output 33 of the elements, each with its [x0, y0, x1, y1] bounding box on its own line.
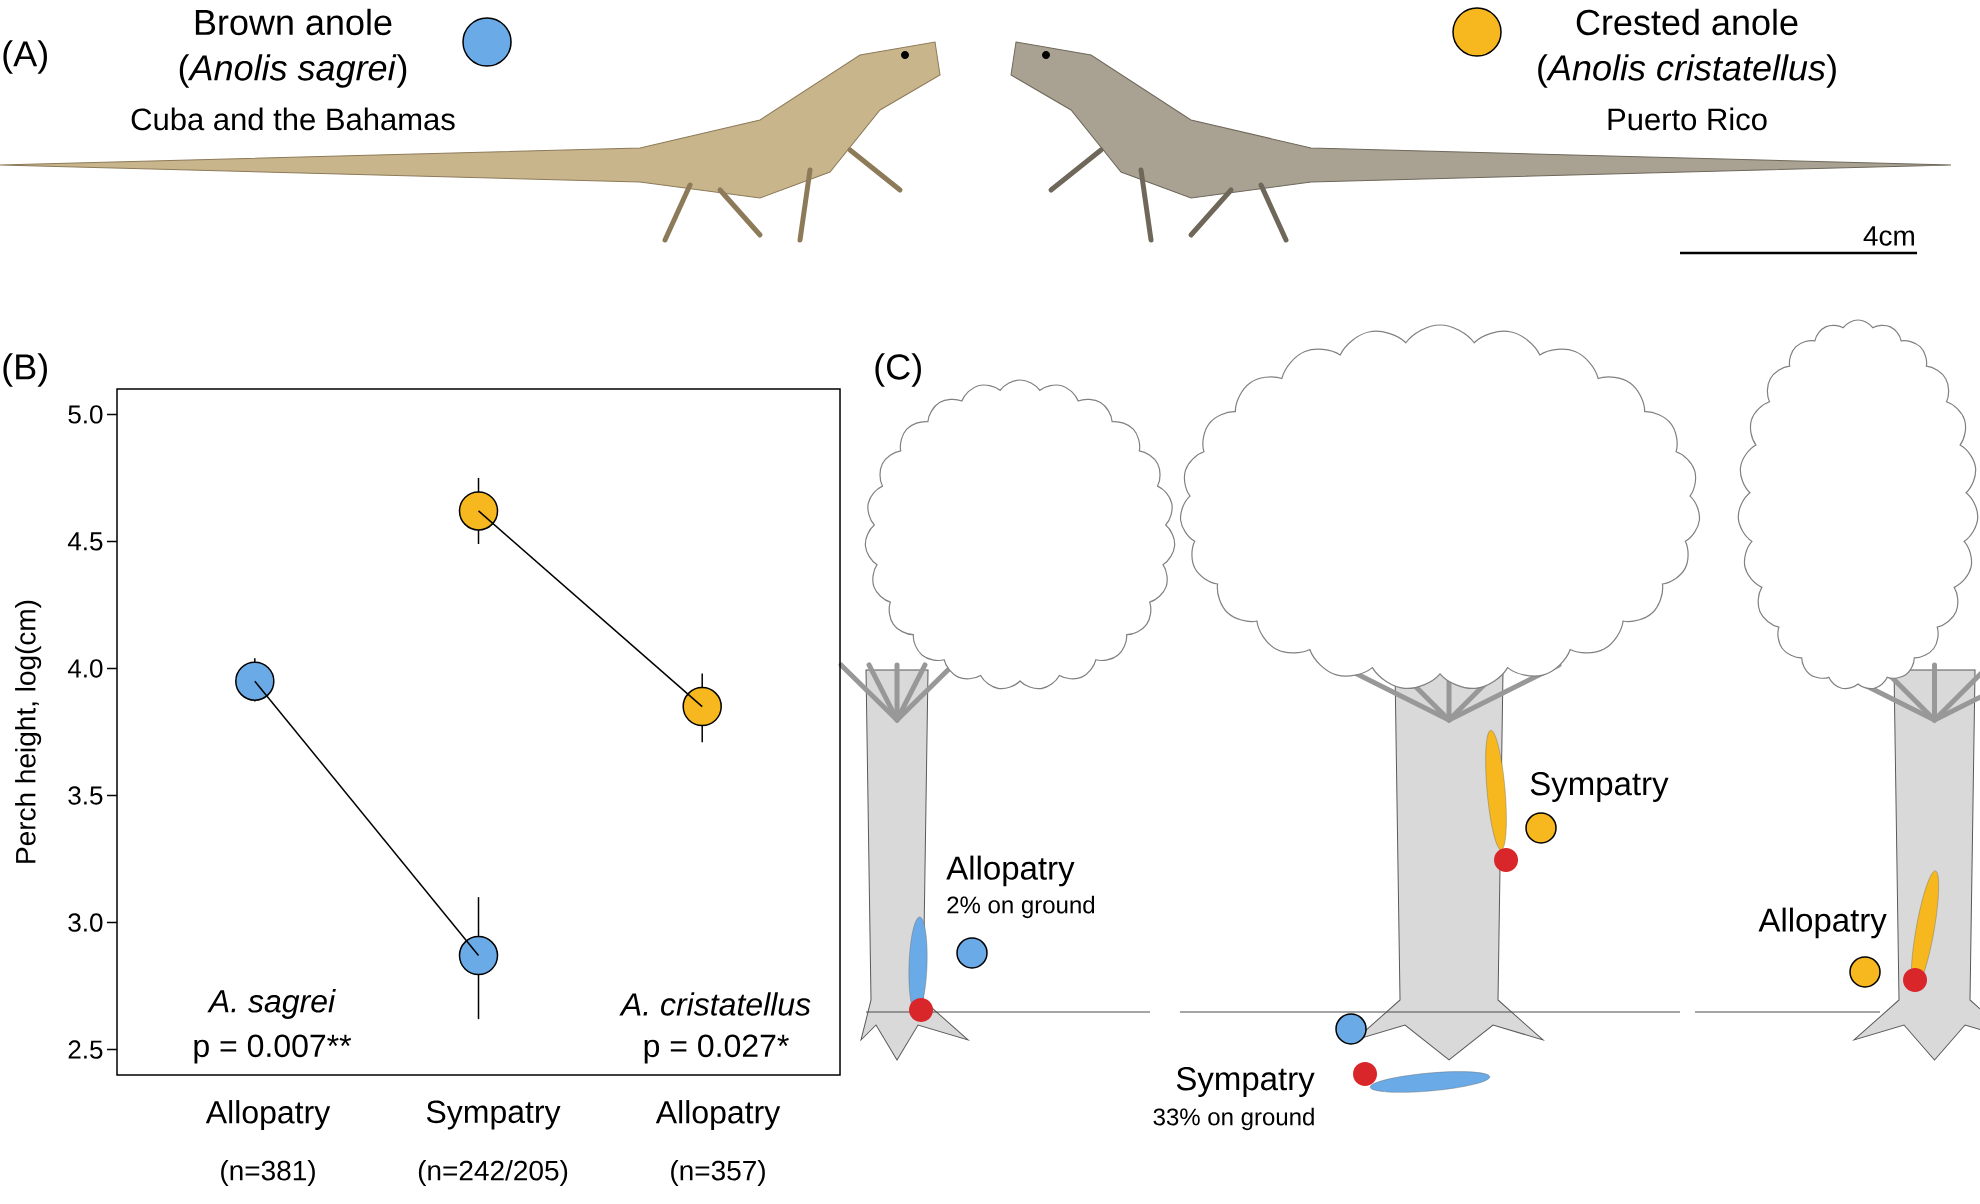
sample-size: (n=381)	[221, 1159, 315, 1187]
species-annotation: A. cristatellus	[619, 992, 811, 1016]
habitat-label: Allopatry	[1758, 907, 1887, 939]
species-annotation: A. sagrei	[207, 989, 336, 1019]
region-name: Cuba and the Bahamas	[131, 107, 455, 131]
ground-percentage: 33% on ground	[1153, 1107, 1314, 1131]
y-tick-label: 5.0	[68, 405, 103, 424]
habitat-label: Sympatry	[1530, 772, 1669, 802]
p-value: p = 0.027*	[644, 1034, 789, 1064]
y-tick-label: 3.0	[68, 913, 103, 932]
sample-size: (n=242/205)	[418, 1159, 568, 1187]
panel-label: (C)	[872, 352, 925, 388]
category-label: Sympatry	[426, 1100, 561, 1130]
y-tick-label: 4.0	[67, 659, 103, 678]
panel-label: (A)	[3, 40, 47, 74]
p-value: p = 0.007**	[194, 1034, 352, 1064]
species-name: Crested anole	[1576, 8, 1798, 36]
habitat-label: Allopatry	[946, 855, 1075, 887]
y-tick-label: 3.5	[68, 786, 103, 805]
y-axis-title: Perch height, log(cm)	[15, 600, 42, 863]
panel-label: (B)	[3, 353, 47, 387]
species-name: Brown anole	[195, 8, 392, 36]
category-label: Allopatry	[655, 1100, 781, 1130]
y-tick-label: 2.5	[68, 1040, 103, 1059]
scale-label: 4cm	[1863, 226, 1914, 246]
category-label: Allopatry	[205, 1100, 331, 1130]
scientific-name: (Anolis cristatellus)	[1538, 54, 1836, 88]
y-tick-label: 4.5	[67, 532, 103, 551]
ground-percentage: 2% on ground	[947, 895, 1095, 919]
scientific-name: (Anolis sagrei)	[179, 54, 407, 88]
habitat-label: Sympatry	[1176, 1067, 1315, 1097]
region-name: Puerto Rico	[1608, 107, 1767, 131]
sample-size: (n=357)	[671, 1159, 765, 1187]
